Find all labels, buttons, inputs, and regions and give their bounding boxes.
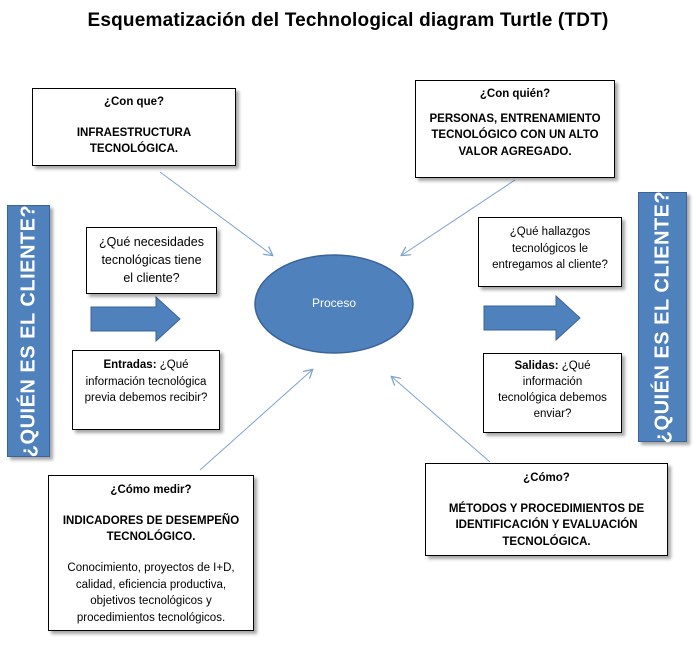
hallazgos-line-2: tecnológicos le (511, 242, 589, 255)
entradas-line-1: ¿Qué (156, 359, 189, 371)
salidas-line-2: información (522, 376, 583, 389)
salidas-line-1: ¿Qué (558, 360, 591, 372)
como-body-1: MÉTODOS Y PROCEDIMIENTOS DE (448, 502, 645, 515)
diagram-title: Esquematización del Technological diagra… (87, 10, 609, 31)
input-arrow-icon (90, 295, 181, 343)
como-medir-heading: ¿Cómo medir? (110, 484, 192, 496)
connector-como-medir (199, 370, 312, 471)
hallazgos-box: ¿Qué hallazgos tecnológicos le entregamo… (478, 217, 622, 287)
necesidades-box: ¿Qué necesidades tecnológicas tiene el c… (86, 227, 217, 294)
con-que-body-2: TECNOLÓGICA. (89, 143, 179, 156)
con-quien-body-3: VALOR AGREGADO. (458, 146, 572, 159)
como-medir-box: ¿Cómo medir? INDICADORES DE DESEMPEÑO TE… (48, 475, 254, 631)
connector-como (392, 377, 491, 463)
client-label-left: ¿QUIÉN ES EL CLIENTE? (17, 204, 39, 458)
client-label-right: ¿QUIÉN ES EL CLIENTE? (651, 190, 673, 444)
con-quien-heading: ¿Con quién? (479, 88, 551, 100)
necesidades-line-3: el cliente? (123, 271, 180, 286)
como-medir-detail-1: Conocimiento, proyectos de I+D, (67, 562, 235, 575)
process-ellipse (254, 254, 414, 354)
como-medir-body-1: INDICADORES DE DESEMPEÑO (62, 514, 240, 527)
client-sidebar-right: ¿QUIÉN ES EL CLIENTE? (638, 190, 687, 444)
como-medir-body-2: TECNOLÓGICO. (106, 531, 196, 544)
como-medir-detail-2: calidad, eficiencia productiva, (75, 578, 227, 591)
salidas-line-3: tecnológica debemos (498, 392, 607, 405)
con-que-heading: ¿Con que? (103, 96, 165, 108)
connector-con-que (159, 171, 272, 255)
salidas-label: Salidas: (514, 360, 559, 372)
con-quien-box: ¿Con quién? PERSONAS, ENTRENAMIENTO TECN… (415, 80, 615, 178)
como-heading: ¿Cómo? (523, 472, 570, 484)
con-quien-body-2: TECNOLÓGICO CON UN ALTO (431, 129, 599, 142)
necesidades-line-2: tecnológicas tiene (101, 253, 202, 268)
como-medir-detail-4: procedimientos tecnológicos. (76, 612, 226, 625)
salidas-line-4: enviar? (533, 408, 572, 421)
como-box: ¿Cómo? MÉTODOS Y PROCEDIMIENTOS DE IDENT… (425, 463, 668, 556)
client-sidebar-left: ¿QUIÉN ES EL CLIENTE? (7, 205, 50, 457)
con-que-body-1: INFRAESTRUCTURA (76, 126, 192, 139)
entradas-line-2: información tecnológica (85, 375, 207, 388)
como-medir-detail-3: objetivos tecnológicos y (90, 595, 212, 608)
como-body-3: TECNOLÓGICA. (502, 536, 591, 549)
entradas-box: Entradas: ¿Qué información tecnológica p… (72, 350, 220, 430)
entradas-label: Entradas: (103, 359, 157, 371)
hallazgos-line-1: ¿Qué hallazgos (509, 226, 591, 238)
con-que-box: ¿Con que? INFRAESTRUCTURA TECNOLÓGICA. (32, 88, 236, 166)
con-quien-body-1: PERSONAS, ENTRENAMIENTO (429, 112, 601, 125)
output-arrow-icon (483, 294, 581, 342)
necesidades-line-1: ¿Qué necesidades (99, 235, 204, 249)
process-label: Proceso (311, 296, 357, 310)
hallazgos-line-3: entregamos al cliente? (492, 259, 608, 272)
connector-con-quien (402, 179, 516, 255)
como-body-2: IDENTIFICACIÓN Y EVALUACIÓN (455, 519, 638, 532)
entradas-line-3: previa debemos recibir? (84, 392, 208, 405)
salidas-box: Salidas: ¿Qué información tecnológica de… (483, 353, 622, 433)
